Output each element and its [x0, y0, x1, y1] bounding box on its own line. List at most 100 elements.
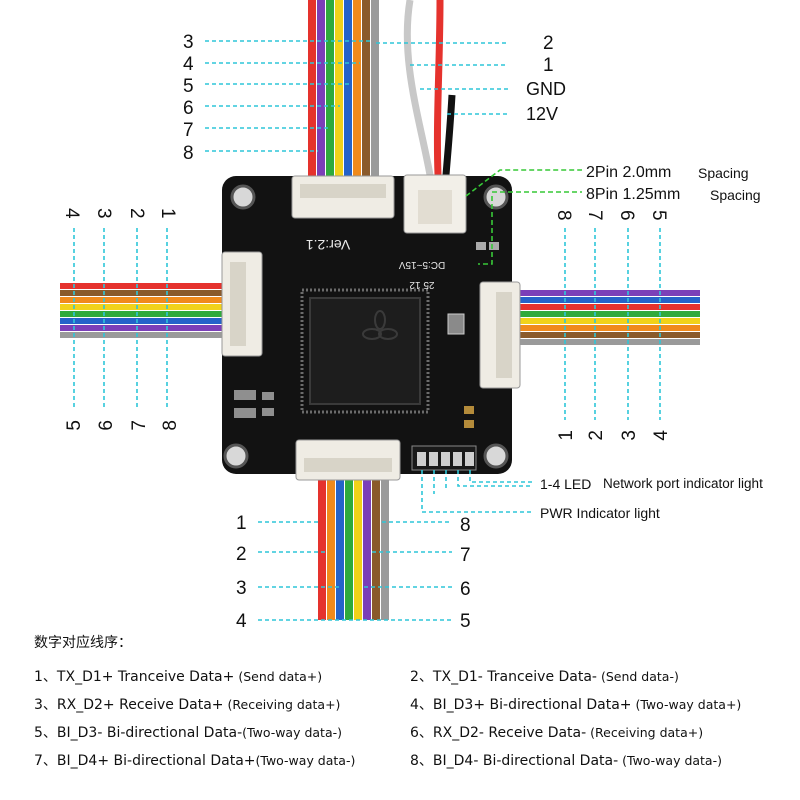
top-right-label: 12V	[526, 104, 558, 124]
left-top-number: 1	[157, 208, 178, 219]
connector-pins	[304, 458, 392, 472]
wire	[60, 297, 230, 303]
wire	[335, 0, 343, 180]
legend-main: BI_D3- Bi-directional Data-	[56, 725, 243, 741]
legend-main: BI_D4- Bi-directional Data-	[432, 753, 619, 769]
led-4	[453, 452, 462, 466]
legend-num: 5、	[34, 725, 57, 741]
wire	[353, 0, 361, 180]
right-bottom-number: 4	[651, 430, 672, 441]
legend-row: 5、BI_D3- Bi-directional Data-(Two-way da…	[34, 718, 800, 746]
component	[476, 242, 486, 250]
legend-main: TX_D1- Tranceive Data-	[432, 669, 597, 685]
component	[489, 242, 499, 250]
legend-note: (Two-way data+)	[631, 697, 742, 712]
crystal	[447, 313, 465, 335]
legend-num: 3、	[34, 697, 57, 713]
wire	[500, 290, 700, 296]
pin-legend: 数字对应线序： 1、TX_D1+ Tranceive Data+ (Send d…	[34, 632, 800, 774]
mounting-hole	[483, 184, 509, 210]
version-text: Ver:2.1	[306, 237, 351, 253]
top-right-label: GND	[526, 79, 566, 99]
right-top-number: 6	[616, 210, 637, 221]
bottom-right-number: 6	[460, 579, 471, 600]
board-code: 25 12	[409, 279, 434, 290]
connector-pins	[496, 292, 512, 378]
legend-note: (Send data-)	[596, 669, 679, 684]
led-2	[429, 452, 438, 466]
component	[464, 420, 474, 428]
right-wire-bundle	[500, 290, 700, 345]
left-top-number: 4	[61, 208, 82, 219]
right-top-number: 7	[584, 210, 605, 221]
wire	[308, 0, 316, 180]
bottom-left-number: 2	[236, 544, 247, 565]
top-left-number: 6	[183, 98, 194, 119]
wire	[60, 325, 230, 331]
right-bottom-number: 1	[556, 430, 577, 441]
pin-labels: 3 4 5 6 7 8 2 1 GND 12V 4 3 2 1 5 6 7 8 …	[61, 32, 672, 632]
legend-item: 4、BI_D3+ Bi-directional Data+ (Two-way d…	[410, 694, 798, 714]
legend-note: (Receiving data+)	[223, 697, 341, 712]
wire	[500, 297, 700, 303]
spacing-callouts	[465, 169, 582, 265]
top-right-label: 1	[543, 55, 554, 76]
legend-note: (Two-way data-)	[618, 753, 722, 768]
legend-heading: 数字对应线序：	[34, 635, 132, 651]
logo-icon	[362, 310, 398, 340]
led-text: Network port indicator light	[603, 476, 763, 491]
legend-note: (Two-way data-)	[242, 725, 343, 740]
voltage-text: DC:5~15V	[398, 259, 445, 270]
legend-item: 7、BI_D4+ Bi-directional Data+(Two-way da…	[34, 750, 410, 770]
wire	[60, 311, 230, 317]
legend-num: 6、	[410, 725, 433, 741]
callout-labels: 2Pin 2.0mm Spacing 8Pin 1.25mm Spacing 1…	[540, 164, 763, 521]
left-bottom-number: 6	[96, 420, 117, 431]
wire	[381, 470, 389, 620]
bottom-right-number: 7	[460, 545, 471, 566]
top-right-label: 2	[543, 33, 554, 54]
component	[234, 390, 256, 400]
connector-pins	[300, 184, 386, 198]
connector-pins	[230, 262, 246, 346]
right-bottom-number: 3	[619, 430, 640, 441]
wire	[362, 0, 370, 180]
right-top-number: 8	[553, 210, 574, 221]
wire	[354, 470, 362, 620]
pwr-text: PWR Indicator light	[540, 505, 660, 521]
legend-main: TX_D1+ Tranceive Data+	[56, 669, 235, 685]
legend-note: (Send data+)	[234, 669, 323, 684]
legend-item: 5、BI_D3- Bi-directional Data-(Two-way da…	[34, 722, 410, 742]
wire	[60, 304, 230, 310]
led-pwr	[465, 452, 474, 466]
wire	[500, 304, 700, 310]
top-left-number: 8	[183, 143, 194, 164]
led-1	[417, 452, 426, 466]
legend-num: 7、	[34, 753, 57, 769]
wire	[500, 332, 700, 338]
left-bottom-number: 5	[64, 420, 85, 431]
left-bottom-number: 8	[160, 420, 181, 431]
wire	[60, 290, 230, 296]
leader-lines	[73, 40, 661, 621]
legend-item: 3、RX_D2+ Receive Data+ (Receiving data+)	[34, 694, 410, 714]
component	[262, 408, 274, 416]
legend-main: BI_D3+ Bi-directional Data+	[432, 697, 632, 713]
bottom-right-number: 5	[460, 611, 471, 632]
bottom-left-number: 3	[236, 578, 247, 599]
mounting-hole	[483, 443, 509, 469]
wire	[371, 0, 379, 180]
component	[262, 392, 274, 400]
legend-item: 1、TX_D1+ Tranceive Data+ (Send data+)	[34, 666, 410, 686]
legend-num: 8、	[410, 753, 433, 769]
right-top-number: 5	[648, 210, 669, 221]
legend-num: 1、	[34, 669, 57, 685]
wire	[326, 0, 334, 180]
left-bottom-number: 7	[129, 420, 150, 431]
mounting-hole	[230, 184, 256, 210]
top-left-number: 5	[183, 76, 194, 97]
wire	[60, 332, 230, 338]
legend-row: 3、RX_D2+ Receive Data+ (Receiving data+)…	[34, 690, 800, 718]
mounting-hole	[223, 443, 249, 469]
